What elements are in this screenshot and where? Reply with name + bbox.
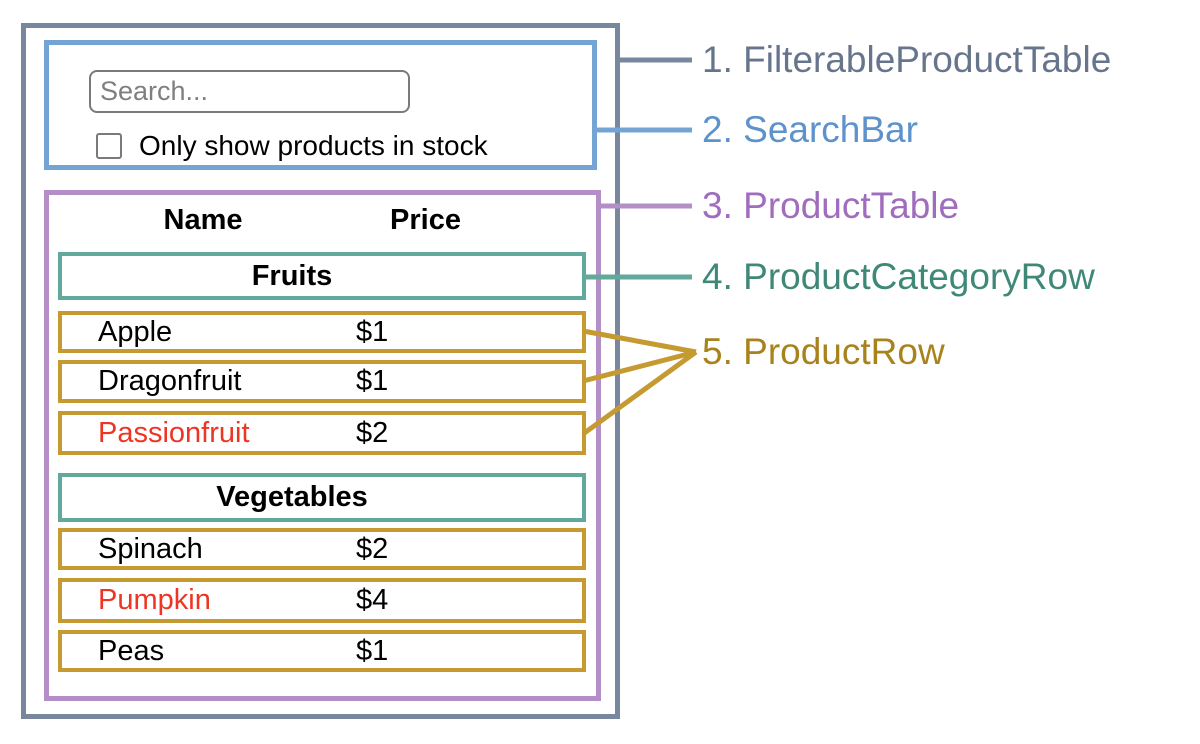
product-price: $4 xyxy=(356,584,389,616)
in-stock-filter-row: Only show products in stock xyxy=(96,130,576,161)
product-row: Pumpkin $4 xyxy=(58,578,586,623)
product-name: Spinach xyxy=(98,532,203,565)
category-label: Fruits xyxy=(251,259,333,292)
product-price: $2 xyxy=(356,532,389,565)
product-price: $2 xyxy=(356,416,389,449)
product-name-out-of-stock: Pumpkin xyxy=(98,584,211,616)
product-table-box xyxy=(44,190,601,701)
product-name: Apple xyxy=(98,315,173,348)
legend-product-category-row: 4. ProductCategoryRow xyxy=(702,256,1095,297)
product-name: Peas xyxy=(98,634,165,667)
search-input[interactable] xyxy=(89,70,410,113)
product-row: Passionfruit $2 xyxy=(58,411,586,455)
product-price: $1 xyxy=(356,634,389,667)
search-bar-box xyxy=(44,40,597,170)
product-row: Dragonfruit $1 xyxy=(58,360,586,403)
product-category-row: Fruits xyxy=(58,252,586,300)
product-name: Dragonfruit xyxy=(98,365,242,397)
table-header-row: Name Price xyxy=(58,204,586,236)
product-price: $1 xyxy=(356,365,389,397)
product-row: Peas $1 xyxy=(58,630,586,672)
in-stock-checkbox-label: Only show products in stock xyxy=(139,130,488,161)
legend-product-table: 3. ProductTable xyxy=(702,185,960,226)
product-name-out-of-stock: Passionfruit xyxy=(98,416,250,449)
in-stock-checkbox[interactable] xyxy=(96,133,122,159)
product-category-row: Vegetables xyxy=(58,473,586,522)
category-label: Vegetables xyxy=(216,481,368,513)
column-header-name: Name xyxy=(163,204,243,236)
legend-search-bar: 2. SearchBar xyxy=(702,109,918,150)
product-row: Apple $1 xyxy=(58,311,586,353)
legend-filterable-product-table: 1. FilterableProductTable xyxy=(702,39,1112,80)
legend-product-row: 5. ProductRow xyxy=(702,331,945,372)
product-price: $1 xyxy=(356,315,389,348)
product-row: Spinach $2 xyxy=(58,528,586,570)
column-header-price: Price xyxy=(390,204,461,236)
